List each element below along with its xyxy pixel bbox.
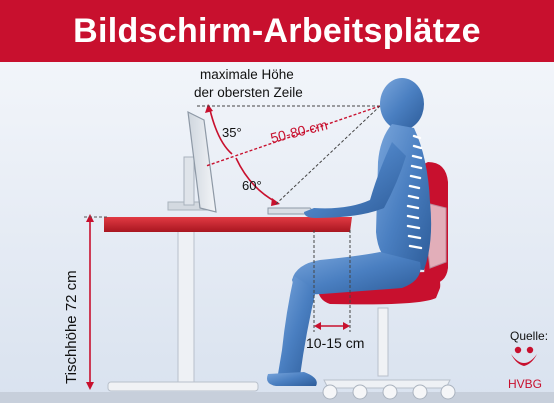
floor [0,392,554,403]
workstation-illustration: Tischhöhe 72 cm maximale Höhe der oberst… [0,62,554,403]
knee-clearance-label: 10-15 cm [306,335,364,351]
table-leg [178,230,194,384]
person-head [380,78,424,130]
scene-background [0,62,554,403]
max-height-label-line1: maximale Höhe [200,67,294,82]
wheel-icon [441,385,455,399]
table-foot [108,382,258,391]
source-label: Quelle: [510,329,548,343]
monitor-stand [184,157,194,205]
page-title: Bildschirm-Arbeitsplätze [73,12,481,51]
angle-lower-label: 60° [242,178,262,193]
wheel-icon [413,385,427,399]
wheel-icon [323,385,337,399]
workstation-scene: Tischhöhe 72 cm maximale Höhe der oberst… [0,62,554,403]
wheel-icon [353,385,367,399]
chair-post [378,308,388,376]
title-bar: Bildschirm-Arbeitsplätze [0,0,554,62]
angle-upper-label: 35° [222,125,242,140]
table-height-label: Tischhöhe 72 cm [63,270,80,384]
source-org: HVBG [508,377,542,391]
table-top [104,217,352,232]
wheel-icon [383,385,397,399]
max-height-label-line2: der obersten Zeile [194,85,303,100]
